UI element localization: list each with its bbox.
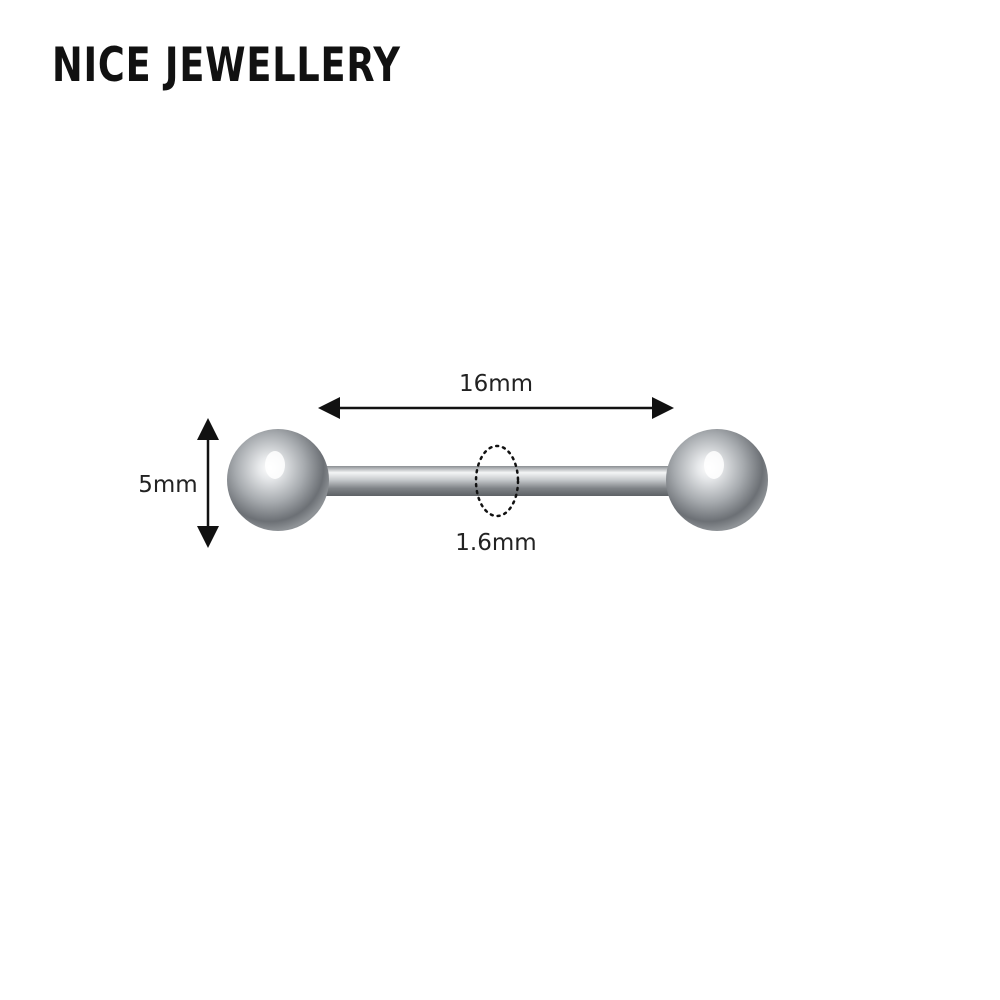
left-ball — [227, 429, 329, 531]
ball-diameter-arrow — [197, 418, 219, 548]
length-label: 16mm — [459, 371, 533, 397]
length-arrow — [318, 397, 674, 419]
brand-logo-text: NICE JEWELLERY — [52, 38, 401, 93]
barbell-bar — [318, 466, 680, 496]
ball-diameter-label: 5mm — [138, 472, 197, 498]
gauge-ring — [474, 444, 520, 518]
right-ball — [666, 429, 768, 531]
gauge-label: 1.6mm — [455, 530, 536, 556]
